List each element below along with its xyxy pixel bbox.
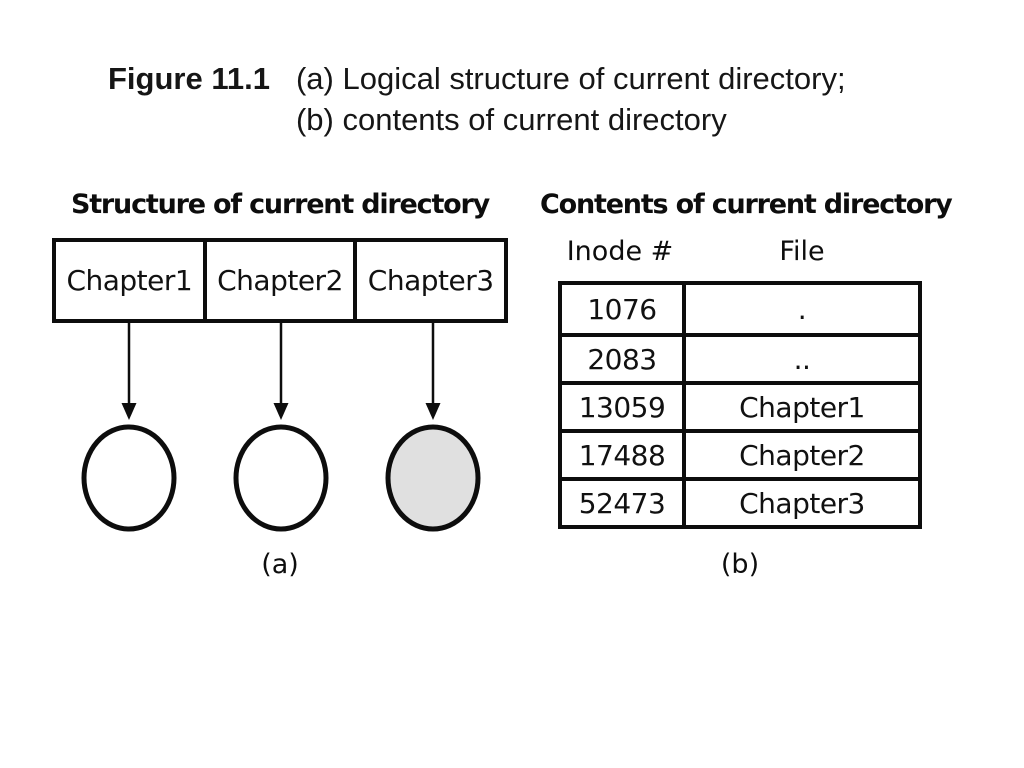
figure-title-line2: (b) contents of current directory xyxy=(295,102,727,137)
table-cell-file: Chapter3 xyxy=(682,477,918,525)
figure-title-lines: (a) Logical structure of current directo… xyxy=(296,58,846,140)
directory-box-chapter2: Chapter2 xyxy=(202,242,354,319)
inode-circle-chapter3-shaded xyxy=(385,424,481,532)
table-cell-inode: 13059 xyxy=(562,381,682,429)
table-cell-file: . xyxy=(682,285,918,333)
directory-entry-boxes: Chapter1 Chapter2 Chapter3 xyxy=(52,238,508,323)
diagram-a-heading: Structure of current directory xyxy=(70,189,490,220)
figure-number-label: Figure 11.1 xyxy=(108,61,270,96)
directory-box-chapter3: Chapter3 xyxy=(353,242,504,319)
diagram-b-caption: (b) xyxy=(720,549,760,580)
column-header-inode: Inode # xyxy=(566,236,674,267)
table-cell-inode: 2083 xyxy=(562,333,682,381)
table-cell-inode: 17488 xyxy=(562,429,682,477)
inode-circle-chapter1 xyxy=(81,424,177,532)
inode-table: 1076 . 2083 .. 13059 Chapter1 17488 Chap… xyxy=(558,281,922,529)
down-arrow-icon xyxy=(273,323,289,420)
directory-box-chapter1: Chapter1 xyxy=(66,264,193,297)
diagram-b-heading: Contents of current directory xyxy=(540,189,953,220)
inode-circle-chapter2 xyxy=(233,424,329,532)
down-arrow-icon xyxy=(425,323,441,420)
table-cell-inode: 52473 xyxy=(562,477,682,525)
figure-title: Figure 11.1 (a) Logical structure of cur… xyxy=(108,58,846,140)
arrows-and-inode-circles xyxy=(81,323,481,532)
table-cell-inode: 1076 xyxy=(587,292,657,326)
figure-title-line1: (a) Logical structure of current directo… xyxy=(295,61,846,96)
column-header-file: File xyxy=(779,236,825,267)
table-cell-file: Chapter2 xyxy=(682,429,918,477)
down-arrow-icon xyxy=(121,323,137,420)
table-cell-file: .. xyxy=(682,333,918,381)
diagram-a-caption: (a) xyxy=(261,549,299,580)
table-cell-file: Chapter1 xyxy=(682,381,918,429)
